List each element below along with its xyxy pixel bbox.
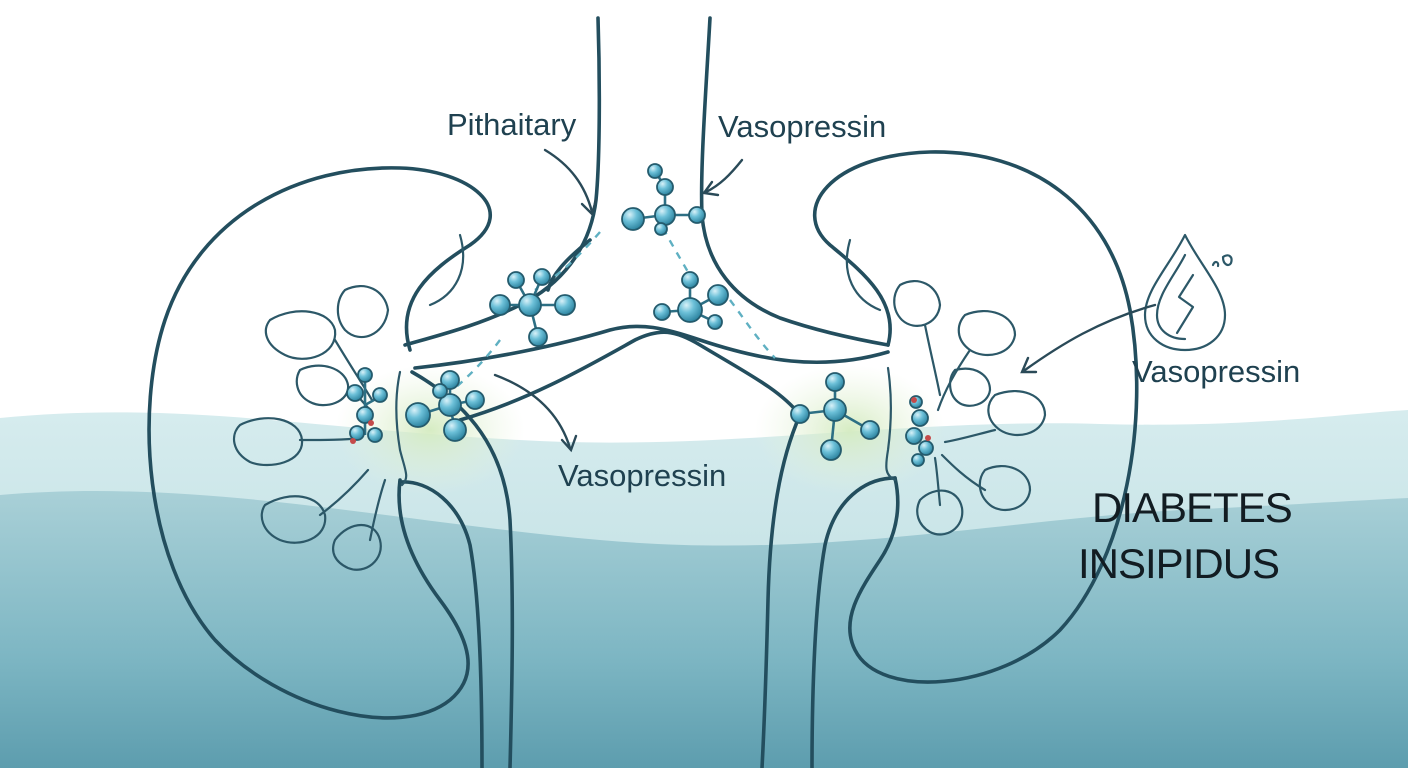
arrow-pituitary-head <box>580 198 598 217</box>
cracked-water-drop-icon <box>1143 233 1233 352</box>
pituitary-stalk <box>403 16 890 768</box>
water-front-wave <box>0 491 1408 768</box>
left-kidney <box>147 166 493 768</box>
label-pituitary: Pithaitary <box>447 107 577 142</box>
title-line-1: DIABETES <box>1092 484 1292 531</box>
label-vasopressin-center: Vasopressin <box>558 458 726 493</box>
molecule-icon <box>653 271 729 330</box>
flow-line-left-low <box>454 339 501 389</box>
label-vasopressin-right: Vasopressin <box>1132 354 1300 389</box>
arrow-vasopressin-top-head <box>701 180 720 197</box>
arrow-vasopressin-top <box>704 158 744 194</box>
molecule-icon <box>405 370 485 442</box>
arrow-pituitary <box>543 148 594 214</box>
arrow-vasopressin-center <box>493 373 572 450</box>
flow-line-center <box>661 227 690 273</box>
arrow-vasopressin-right-head <box>1020 356 1038 374</box>
title-line-2: INSIPIDUS <box>1078 540 1279 587</box>
flow-line-right <box>729 299 776 359</box>
molecule-icon <box>905 395 934 467</box>
flow-line-left <box>534 231 601 292</box>
label-vasopressin-top: Vasopressin <box>718 109 886 144</box>
molecule-icon <box>489 268 576 347</box>
right-hilum-glow <box>755 365 945 495</box>
right-kidney <box>810 150 1139 768</box>
molecule-icon <box>346 367 388 444</box>
arrow-vasopressin-right <box>1023 303 1157 372</box>
arrow-vasopressin-center-head <box>560 434 578 453</box>
molecule-icon <box>790 372 880 461</box>
molecule-icon <box>621 163 706 236</box>
